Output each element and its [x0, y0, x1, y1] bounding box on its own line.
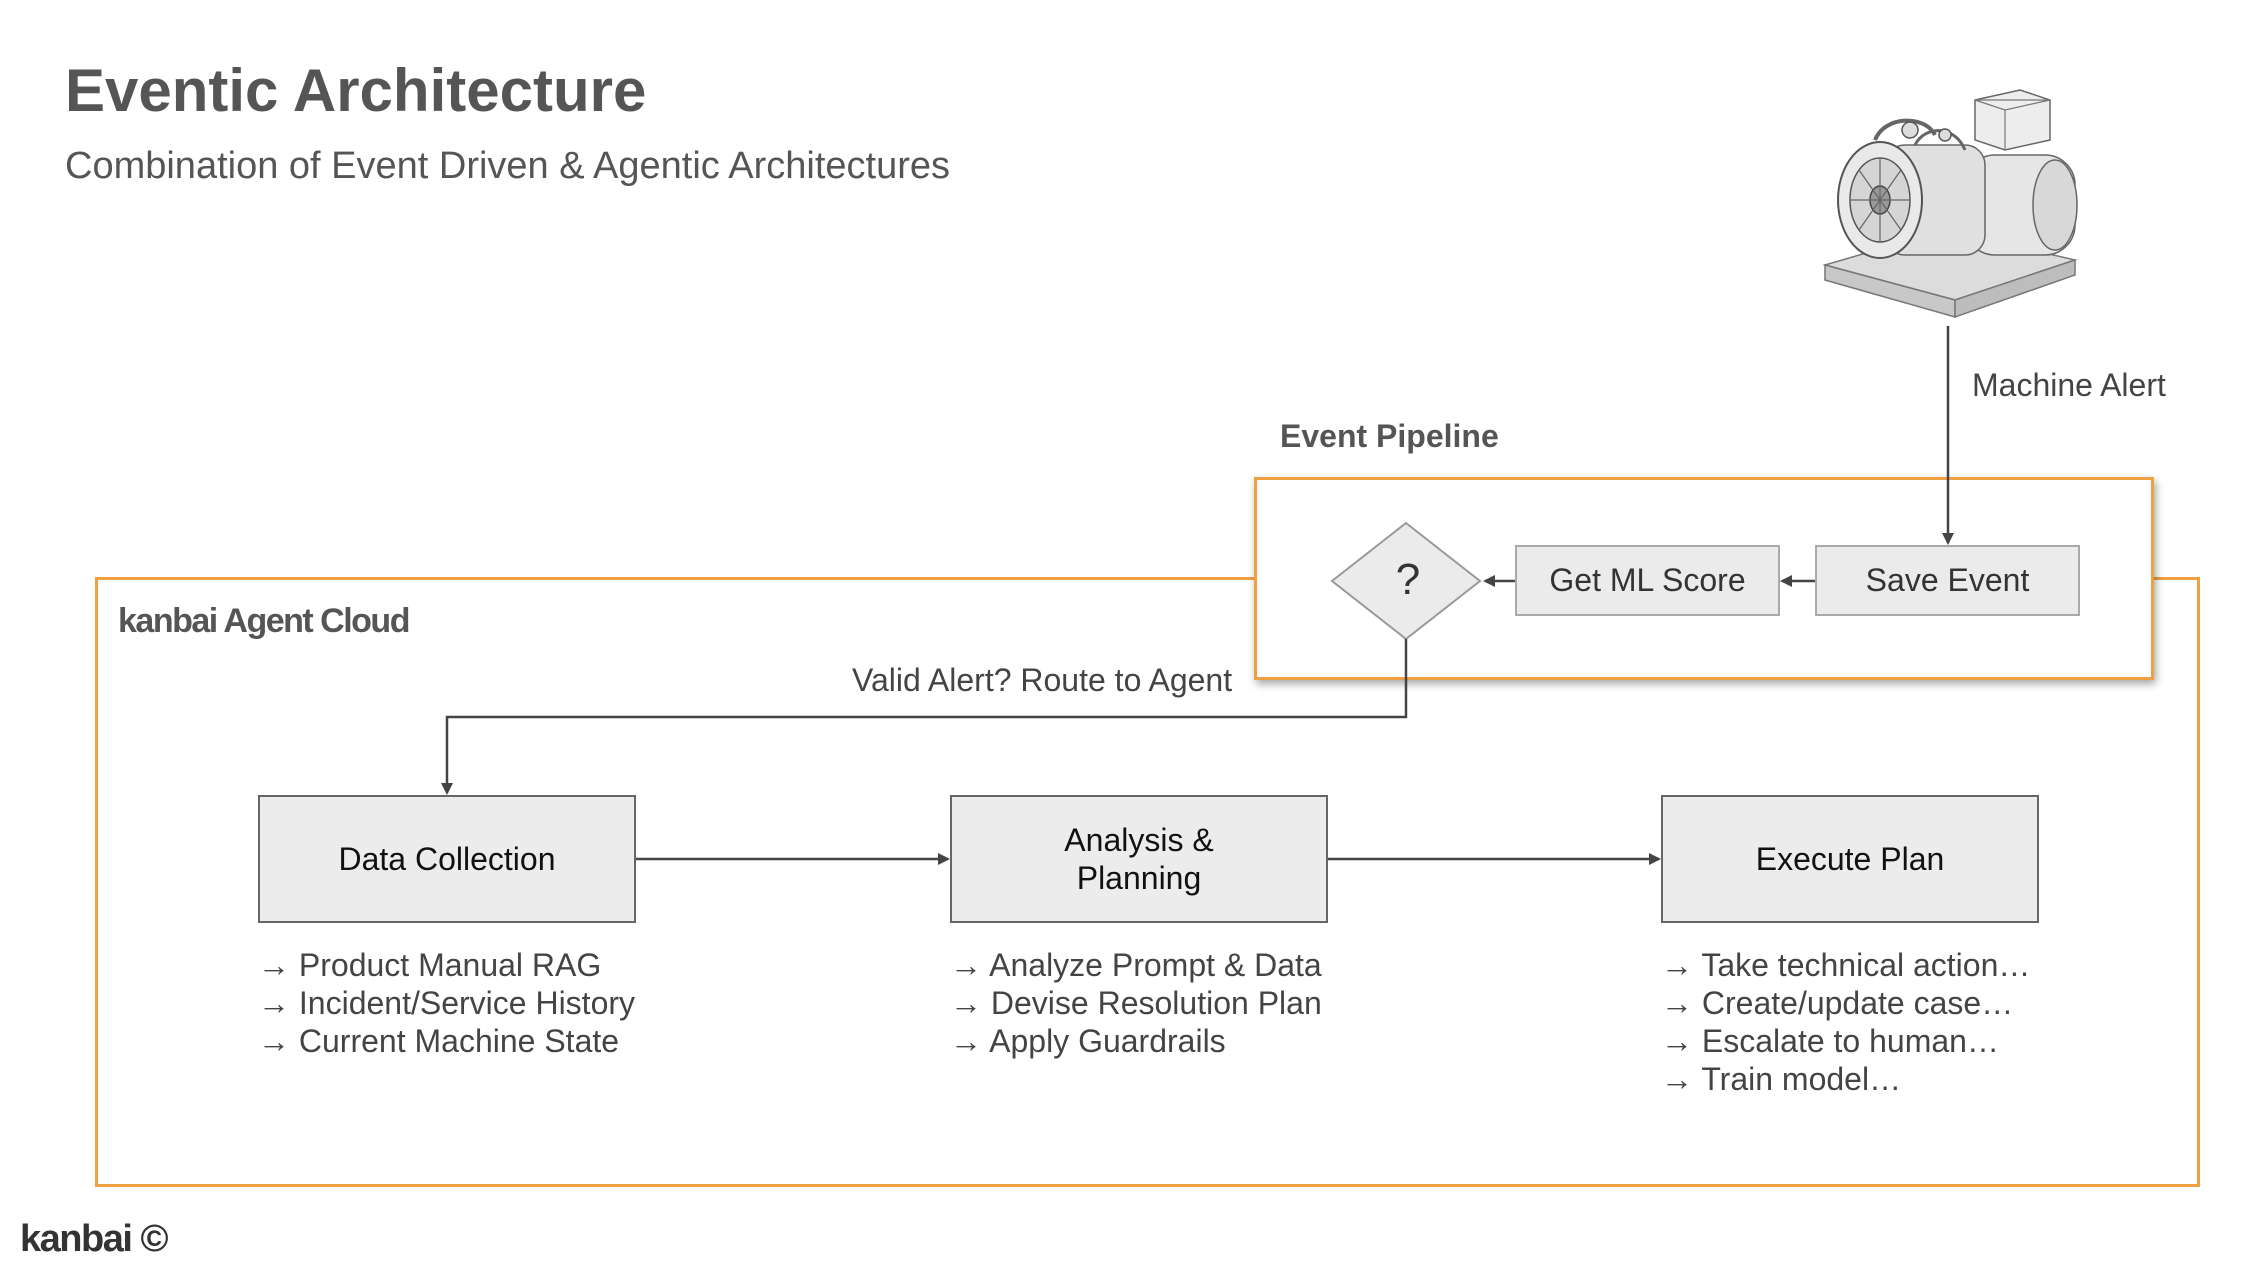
- page-title: Eventic Architecture: [65, 57, 647, 124]
- data-collection-label: Data Collection: [338, 840, 556, 877]
- list-item: → Devise Resolution Plan: [950, 985, 1322, 1021]
- list-item: → Create/update case…: [1661, 985, 2014, 1021]
- decision-question-mark: ?: [1395, 555, 1421, 604]
- list-item: → Current Machine State: [258, 1023, 620, 1059]
- route-to-agent-label: Valid Alert? Route to Agent: [852, 662, 1233, 698]
- industrial-machine-icon: [1822, 89, 2078, 319]
- list-item: → Take technical action…: [1661, 947, 2031, 983]
- agent-cloud-frame: [95, 577, 2200, 1187]
- data-collection-list: → Product Manual RAG → Incident/Service …: [258, 946, 635, 1060]
- get-ml-score-box: Get ML Score: [1515, 545, 1780, 616]
- execute-plan-list: → Take technical action… → Create/update…: [1661, 946, 2030, 1098]
- route-to-agent-arrow: [441, 639, 1408, 795]
- event-pipeline-label: Event Pipeline: [1280, 418, 1499, 454]
- get-ml-score-label: Get ML Score: [1549, 562, 1746, 598]
- analysis-planning-box: Analysis & Planning: [950, 795, 1328, 923]
- execute-plan-box: Execute Plan: [1661, 795, 2039, 923]
- data-collection-box: Data Collection: [258, 795, 636, 923]
- save-event-label: Save Event: [1865, 562, 2030, 598]
- list-item: → Train model…: [1661, 1061, 1902, 1097]
- list-item: → Apply Guardrails: [950, 1023, 1226, 1059]
- list-item: → Incident/Service History: [258, 985, 636, 1021]
- machine-alert-label: Machine Alert: [1972, 367, 2166, 403]
- page-subtitle: Combination of Event Driven & Agentic Ar…: [65, 145, 951, 187]
- agent-cloud-label: kanbai Agent Cloud: [118, 602, 410, 640]
- list-item: → Escalate to human…: [1661, 1023, 1999, 1059]
- kanbai-logo: kanbai ©: [20, 1218, 168, 1260]
- execute-plan-label: Execute Plan: [1755, 840, 1945, 877]
- analysis-planning-label-line1: Analysis &: [1064, 822, 1214, 858]
- analysis-planning-list: → Analyze Prompt & Data → Devise Resolut…: [950, 946, 1322, 1060]
- list-item: → Product Manual RAG: [258, 947, 602, 983]
- analysis-planning-label-line2: Planning: [1076, 860, 1202, 896]
- save-event-box: Save Event: [1815, 545, 2080, 616]
- list-item: → Analyze Prompt & Data: [950, 947, 1322, 983]
